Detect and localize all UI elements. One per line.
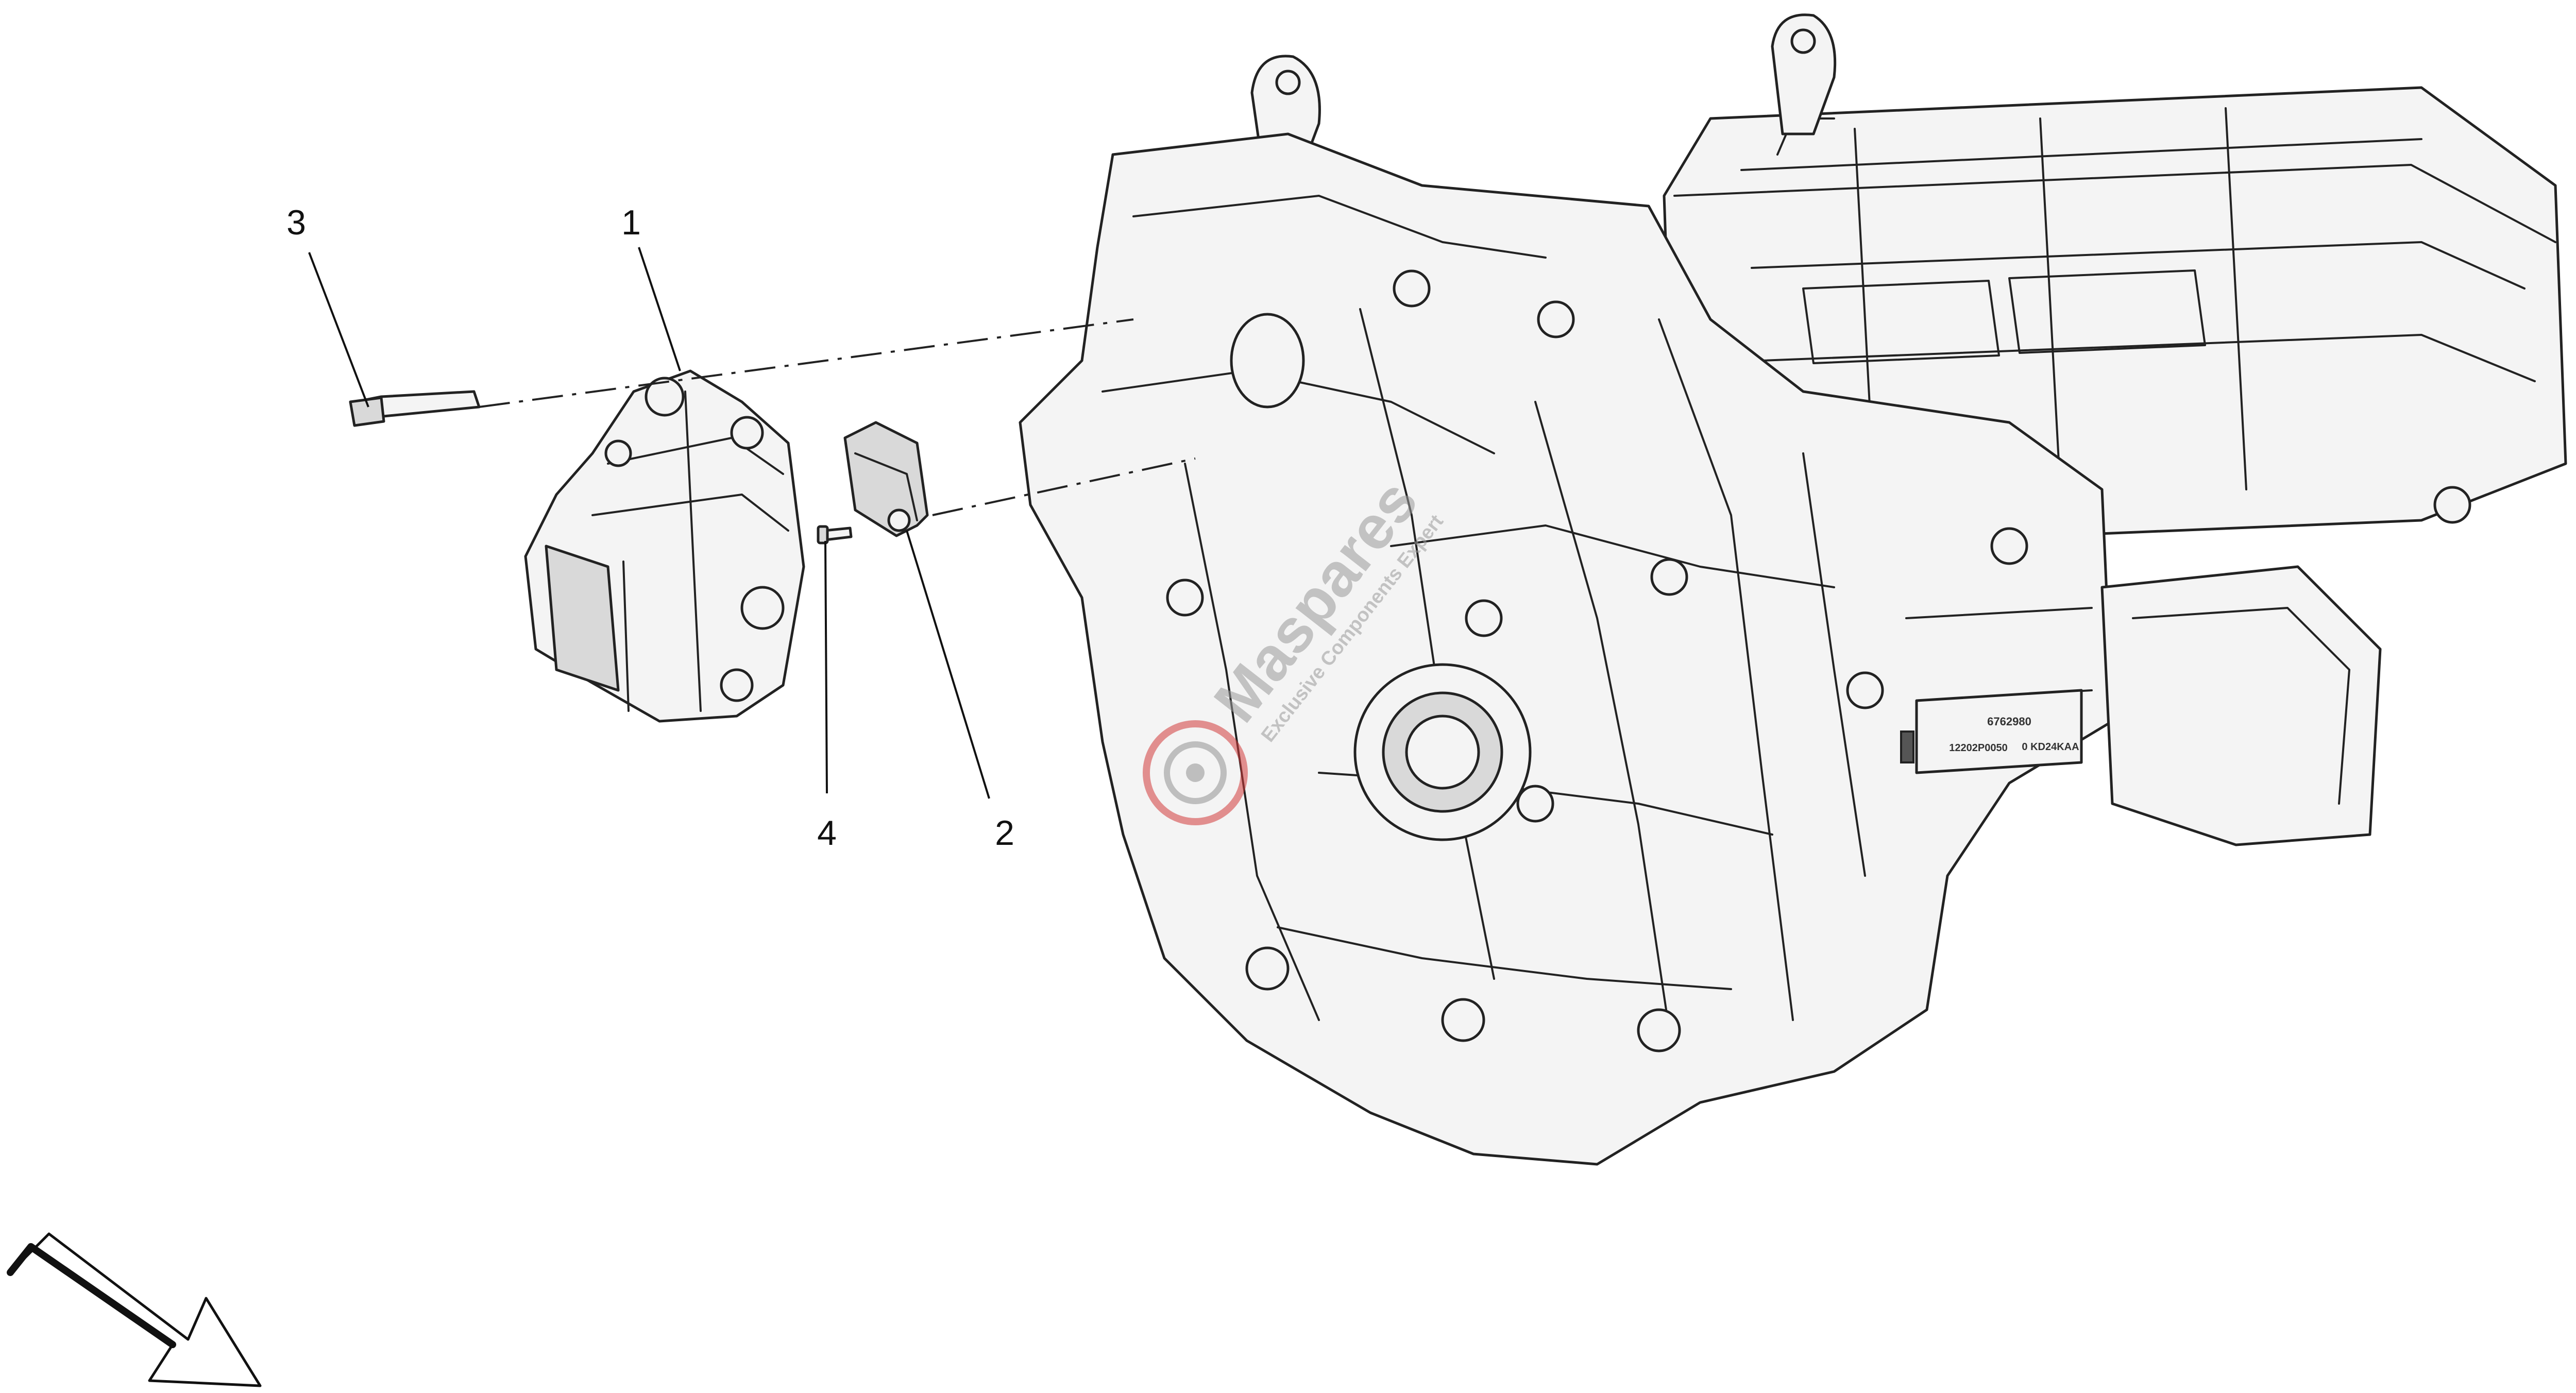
callout-3: 3 xyxy=(286,203,306,242)
leader-3 xyxy=(308,252,369,407)
leader-2 xyxy=(906,530,990,799)
housing-label-line3: 0 KD24KAA xyxy=(2022,741,2079,753)
centerline-lower xyxy=(932,457,1196,516)
callout-4: 4 xyxy=(817,813,837,853)
part-1-actuator xyxy=(524,369,805,723)
centerline-upper xyxy=(479,318,1134,408)
part-3-bolt xyxy=(349,390,481,427)
leader-1 xyxy=(638,247,681,371)
part-2-sensor xyxy=(843,421,929,537)
callout-2: 2 xyxy=(995,813,1014,853)
transmission-housing: 6762980 12202P0050 0 KD24KAA xyxy=(1019,13,2567,1166)
part-4-screw xyxy=(817,525,853,545)
callout-1: 1 xyxy=(621,203,641,242)
leader-4 xyxy=(824,540,828,794)
orientation-arrow-icon xyxy=(7,1232,262,1387)
housing-label-line2: 12202P0050 xyxy=(1949,742,2007,754)
housing-label-line1: 6762980 xyxy=(1987,715,2031,728)
